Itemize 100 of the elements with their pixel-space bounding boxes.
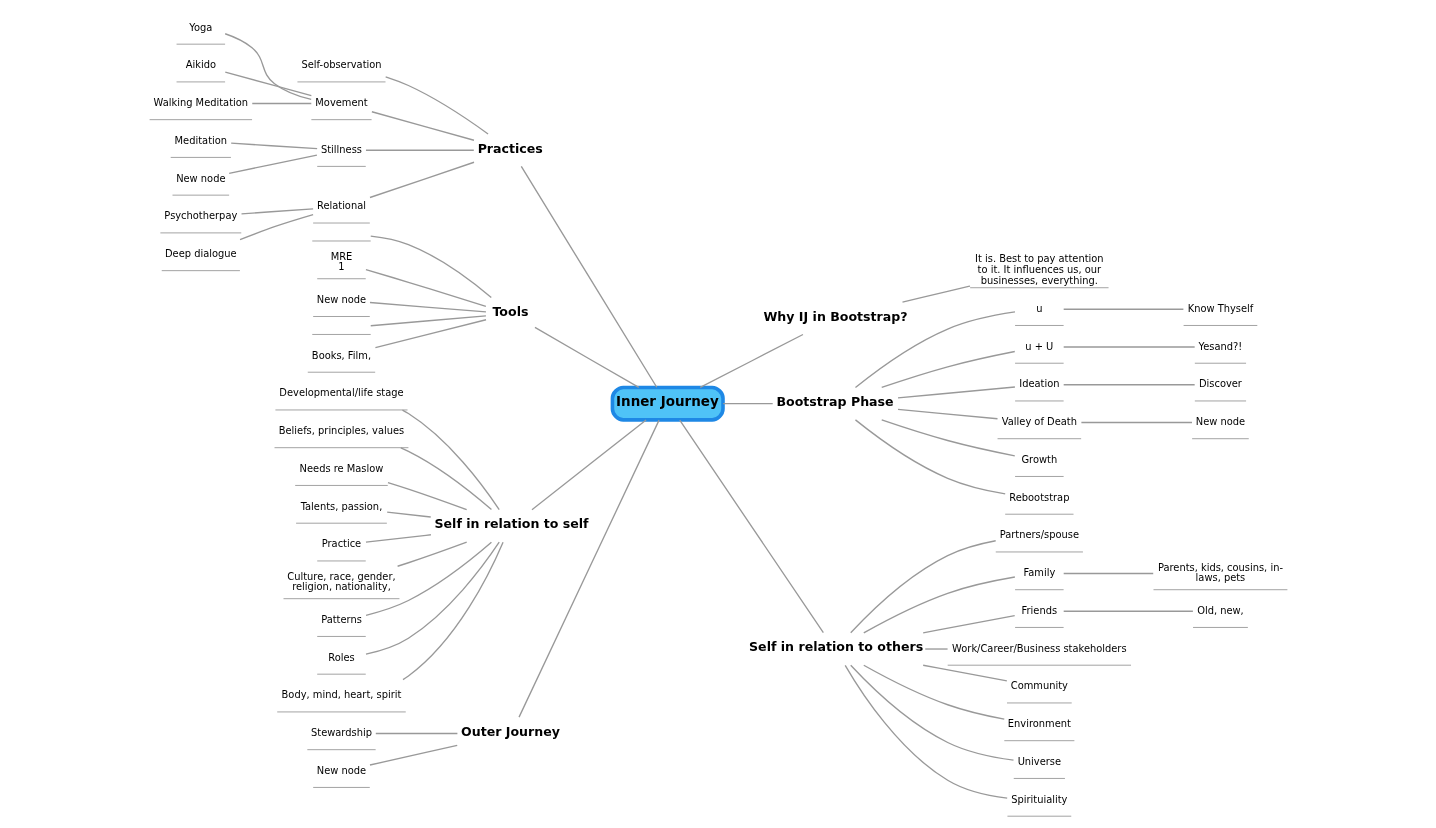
node-text: It is. Best to pay attention to it. It influences us, our businesses, everything. bbox=[974, 253, 1104, 286]
connector bbox=[880, 419, 1015, 457]
connector bbox=[896, 386, 1016, 399]
connector bbox=[364, 149, 474, 151]
connector bbox=[922, 664, 1008, 682]
node-text: Valley of Death bbox=[1001, 416, 1077, 428]
connector bbox=[1062, 610, 1194, 612]
node-text: Culture, race, gender, religion, nationality, bbox=[286, 570, 396, 593]
node-text: Practice bbox=[321, 538, 361, 550]
connector bbox=[533, 326, 639, 389]
connector bbox=[240, 208, 314, 215]
node-text: Community bbox=[1010, 680, 1068, 692]
node-text: u bbox=[1035, 302, 1042, 314]
node-text: New node bbox=[316, 764, 366, 776]
connector bbox=[844, 664, 1008, 799]
node-text: Know Thyself bbox=[1187, 302, 1253, 314]
node-text: Partners/spouse bbox=[999, 529, 1079, 541]
connector bbox=[922, 615, 1015, 634]
node-text: u + U bbox=[1024, 340, 1053, 352]
node-text: Aikido bbox=[185, 59, 216, 71]
connector bbox=[384, 76, 489, 135]
connector bbox=[386, 511, 431, 518]
connector bbox=[396, 541, 467, 567]
connector bbox=[517, 419, 660, 718]
connector bbox=[386, 481, 467, 511]
node-text: Yesand?! bbox=[1198, 340, 1242, 352]
connector bbox=[364, 534, 432, 543]
connector bbox=[364, 541, 500, 655]
node-text: Walking Meditation bbox=[153, 97, 248, 108]
node-text: Stewardship bbox=[310, 727, 372, 739]
connector bbox=[224, 71, 312, 97]
connector bbox=[368, 744, 458, 766]
node-text: Beliefs, principles, values bbox=[278, 425, 404, 437]
connector bbox=[1080, 421, 1193, 424]
connector bbox=[401, 409, 500, 511]
connector bbox=[364, 268, 487, 308]
connector bbox=[849, 664, 1014, 761]
node-text: Patterns bbox=[320, 613, 362, 625]
connector bbox=[401, 541, 504, 681]
node-text: Rebootstrap bbox=[1008, 491, 1069, 503]
connector bbox=[374, 319, 487, 349]
node-text: Stillness bbox=[320, 143, 362, 155]
node-text: Deep dialogue bbox=[164, 247, 237, 259]
node-text: Bootstrap Phase bbox=[775, 394, 894, 410]
node-text: Self-observation bbox=[300, 59, 382, 71]
node-text: MRE 1 bbox=[330, 250, 352, 273]
connector bbox=[854, 419, 1006, 495]
node-text: Work/Career/Business stakeholders bbox=[951, 642, 1127, 654]
node-text: Environment bbox=[1007, 718, 1071, 730]
node-text: Yoga bbox=[188, 21, 212, 33]
connector bbox=[862, 664, 1005, 720]
connector bbox=[896, 408, 998, 420]
node-text: Ideation bbox=[1018, 378, 1059, 390]
connector bbox=[364, 541, 492, 616]
connector bbox=[924, 648, 948, 650]
node-text: Self in relation to self bbox=[434, 516, 589, 532]
connector bbox=[901, 285, 971, 303]
connector bbox=[368, 161, 475, 199]
node-text: Books, Film, bbox=[311, 349, 371, 361]
node-text: Spirituiality bbox=[1010, 793, 1067, 805]
node-text: Movement bbox=[314, 97, 368, 108]
node-text: Meditation bbox=[174, 134, 227, 146]
connector bbox=[854, 311, 1016, 389]
connector bbox=[849, 540, 996, 634]
connector bbox=[520, 165, 657, 388]
connector bbox=[399, 447, 492, 511]
connector bbox=[251, 102, 312, 105]
connector bbox=[880, 350, 1015, 389]
node-text: New node bbox=[1195, 416, 1245, 428]
node-text: Universe bbox=[1017, 755, 1061, 767]
node-text: Discover bbox=[1198, 378, 1242, 390]
node-text: Family bbox=[1022, 567, 1055, 579]
connector bbox=[370, 111, 475, 141]
node-box: Inner Journey bbox=[610, 385, 725, 422]
node-text: Self in relation to others bbox=[748, 639, 923, 655]
connector bbox=[530, 419, 647, 511]
node-text: Outer Journey bbox=[460, 723, 560, 739]
connector bbox=[1062, 572, 1154, 575]
node-text: Growth bbox=[1020, 453, 1057, 465]
connector bbox=[238, 213, 314, 241]
node-text: Tools bbox=[491, 304, 528, 320]
connector bbox=[678, 419, 824, 634]
node-text: New node bbox=[316, 293, 366, 305]
node-text: Talents, passion, bbox=[300, 500, 382, 512]
node-text: Why IJ in Bootstrap? bbox=[762, 308, 908, 324]
connector bbox=[368, 301, 487, 313]
node-text: Relational bbox=[316, 200, 366, 212]
node-text: Psychotherpay bbox=[163, 210, 237, 222]
connector bbox=[699, 333, 804, 389]
node-text: Practices bbox=[477, 140, 543, 156]
connector bbox=[1062, 346, 1195, 348]
node-text: Needs re Maslow bbox=[299, 462, 383, 474]
connector bbox=[862, 576, 1016, 634]
node-text: Parents, kids, cousins, in-laws, pets bbox=[1157, 561, 1283, 584]
connector bbox=[224, 33, 312, 101]
node-text: Developmental/life stage bbox=[278, 387, 404, 399]
connector bbox=[230, 142, 318, 150]
connector bbox=[369, 315, 487, 327]
connector bbox=[227, 154, 318, 174]
node-text: Old, new, bbox=[1196, 604, 1244, 616]
